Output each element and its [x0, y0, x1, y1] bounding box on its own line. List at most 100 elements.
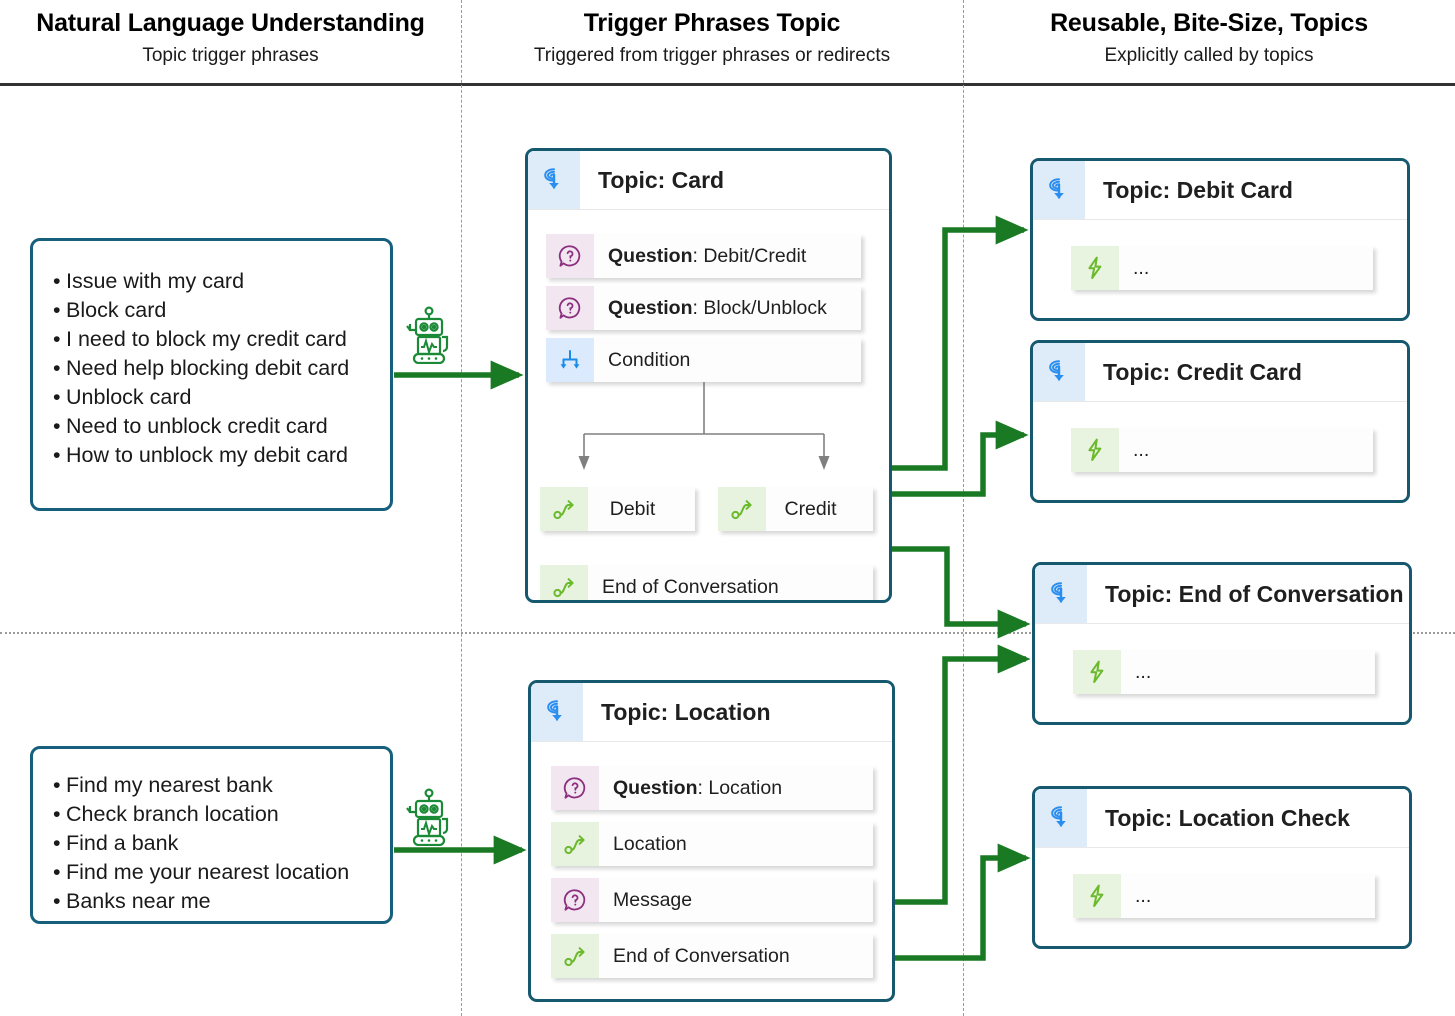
node-action[interactable]: ... [1073, 874, 1375, 918]
node-label: ... [1133, 256, 1150, 279]
list-item: I need to block my credit card [53, 325, 390, 354]
redirect-icon [540, 565, 588, 600]
column-subtitle: Triggered from trigger phrases or redire… [533, 44, 891, 66]
topic-card-card[interactable]: Topic: Card Question: Debit/Credit [525, 148, 892, 603]
list-item: Need help blocking debit card [53, 354, 390, 383]
node-label: End of Conversation [613, 944, 790, 967]
node-action[interactable]: ... [1071, 428, 1373, 472]
column-header-nlu: Natural Language Understanding Topic tri… [0, 0, 461, 66]
column-divider-left [461, 0, 462, 1016]
node-redirect-end-of-conversation[interactable]: End of Conversation [551, 934, 873, 978]
topic-card-body: Question: Debit/Credit Question: Block/U… [528, 210, 889, 600]
list-item: How to unblock my debit card [53, 441, 390, 470]
node-redirect-end-of-conversation[interactable]: End of Conversation [540, 565, 873, 600]
node-label: Question: Location [613, 776, 783, 799]
node-label: Question: Block/Unblock [608, 296, 827, 319]
topic-trigger-icon [531, 683, 583, 741]
topic-card-header: Topic: Credit Card [1033, 343, 1407, 402]
arrow-credit-to-topic-credit-card [892, 420, 1029, 497]
node-condition[interactable]: Condition [546, 338, 861, 382]
topic-card-end-of-conversation[interactable]: Topic: End of Conversation ... [1032, 562, 1412, 725]
node-question-block-unblock[interactable]: Question: Block/Unblock [546, 286, 861, 330]
bot-icon [406, 306, 452, 369]
action-lightning-icon [1073, 874, 1121, 918]
column-title: Trigger Phrases Topic [583, 9, 841, 37]
arrow-location-eoc-to-topic-location-check [895, 843, 1031, 961]
node-action[interactable]: ... [1071, 246, 1373, 290]
list-item: Check branch location [53, 800, 390, 829]
topic-trigger-icon [528, 151, 580, 209]
action-lightning-icon [1073, 650, 1121, 694]
column-title: Natural Language Understanding [36, 9, 425, 37]
node-message[interactable]: Message [551, 878, 873, 922]
row-divider [0, 632, 1455, 634]
column-subtitle: Topic trigger phrases [142, 44, 319, 66]
topic-card-debit-card[interactable]: Topic: Debit Card ... [1030, 158, 1410, 321]
list-item: Unblock card [53, 383, 390, 412]
node-redirect-debit[interactable]: Debit [540, 487, 695, 531]
node-label: Debit [609, 497, 656, 520]
topic-card-body: Question: Location Location [531, 742, 892, 999]
node-action[interactable]: ... [1073, 650, 1375, 694]
header-divider [0, 83, 1455, 86]
topic-card-location[interactable]: Topic: Location Question: Location [528, 680, 895, 1002]
arrow-location-to-topic-eoc [895, 644, 1031, 905]
column-subtitle: Explicitly called by topics [1104, 44, 1314, 66]
list-item: Find a bank [53, 829, 390, 858]
node-question-location[interactable]: Question: Location [551, 766, 873, 810]
topic-card-title: Topic: Card [598, 166, 725, 193]
node-label: End of Conversation [602, 575, 779, 598]
topic-card-title: Topic: Debit Card [1103, 176, 1293, 203]
topic-card-body: ... [1035, 848, 1409, 946]
node-label: ... [1135, 884, 1152, 907]
column-header-trigger-phrases-topic: Trigger Phrases Topic Triggered from tri… [461, 0, 963, 66]
node-label: Credit [784, 497, 837, 520]
topic-card-title: Topic: Location [601, 698, 771, 725]
topic-card-header: Topic: End of Conversation [1035, 565, 1409, 624]
topic-card-header: Topic: Location [531, 683, 892, 742]
list-item: Block card [53, 296, 390, 325]
node-label: Location [613, 832, 687, 855]
phrase-list: Find my nearest bank Check branch locati… [33, 749, 390, 916]
topic-trigger-icon [1033, 161, 1085, 219]
arrow-debit-to-topic-debit-card [892, 215, 1029, 471]
topic-card-location-check[interactable]: Topic: Location Check ... [1032, 786, 1412, 949]
column-divider-right [963, 0, 964, 1016]
list-item: Find me your nearest location [53, 858, 390, 887]
node-label: Condition [608, 348, 691, 371]
redirect-icon [540, 487, 588, 531]
topic-card-title: Topic: Location Check [1105, 804, 1350, 831]
list-item: Issue with my card [53, 267, 390, 296]
question-icon [551, 878, 599, 922]
node-label: ... [1133, 438, 1150, 461]
list-item: Banks near me [53, 887, 390, 916]
bot-icon [406, 788, 452, 851]
redirect-icon [551, 822, 599, 866]
topic-card-header: Topic: Card [528, 151, 889, 210]
topic-trigger-icon [1033, 343, 1085, 401]
topic-card-credit-card[interactable]: Topic: Credit Card ... [1030, 340, 1410, 503]
node-question-debit-credit[interactable]: Question: Debit/Credit [546, 234, 861, 278]
card-trigger-phrases-box: Issue with my card Block card I need to … [30, 238, 393, 511]
column-header-reusable-topics: Reusable, Bite-Size, Topics Explicitly c… [963, 0, 1455, 66]
node-label: ... [1135, 660, 1152, 683]
column-title: Reusable, Bite-Size, Topics [1050, 9, 1368, 37]
question-icon [551, 766, 599, 810]
topic-card-title: Topic: End of Conversation [1105, 580, 1404, 607]
topic-card-header: Topic: Debit Card [1033, 161, 1407, 220]
action-lightning-icon [1071, 428, 1119, 472]
question-icon [546, 234, 594, 278]
node-redirect-credit[interactable]: Credit [718, 487, 873, 531]
topic-card-header: Topic: Location Check [1035, 789, 1409, 848]
topic-card-body: ... [1033, 220, 1407, 318]
arrow-card-eoc-to-topic-eoc [892, 546, 1031, 639]
question-icon [546, 286, 594, 330]
node-redirect-location[interactable]: Location [551, 822, 873, 866]
node-label: Message [613, 888, 693, 911]
redirect-icon [551, 934, 599, 978]
topic-trigger-icon [1035, 565, 1087, 623]
topic-card-body: ... [1035, 624, 1409, 722]
location-trigger-phrases-box: Find my nearest bank Check branch locati… [30, 746, 393, 924]
redirect-icon [718, 487, 766, 531]
